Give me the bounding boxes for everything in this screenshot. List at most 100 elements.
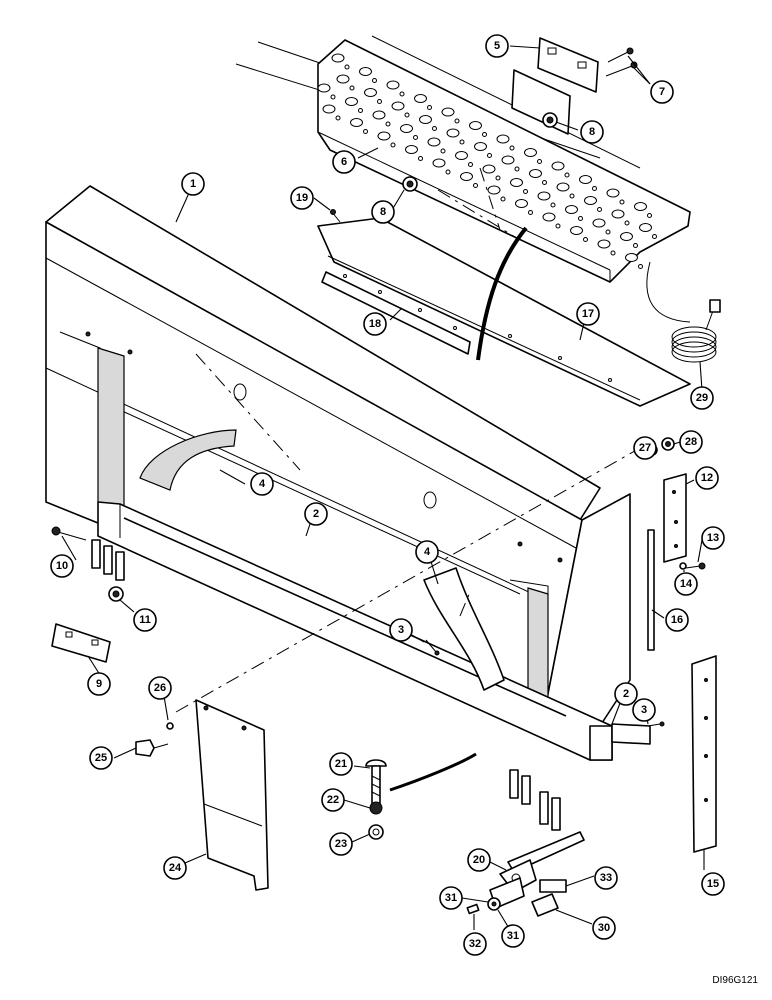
perforation-hole-small [363, 129, 368, 134]
callout-17: 17 [576, 302, 600, 326]
callout-19: 19 [290, 186, 314, 210]
perforation-hole-small [652, 234, 657, 239]
latch-assembly [489, 831, 585, 909]
perforation-hole [446, 128, 460, 138]
perforation-hole-small [633, 243, 638, 248]
perforation-hole [372, 110, 386, 120]
perforation-hole [350, 118, 363, 127]
svg-text:18: 18 [369, 318, 381, 330]
perforation-hole-small [445, 169, 451, 175]
pin-32 [466, 903, 480, 915]
pin-3-right [647, 721, 665, 727]
perforation-hole-small [399, 91, 405, 97]
bolt-13 [685, 562, 706, 570]
callout-26: 26 [148, 676, 172, 700]
callout-4: 4 [250, 472, 274, 496]
svg-text:2: 2 [623, 688, 629, 700]
coiled-cable [671, 299, 721, 363]
svg-text:29: 29 [696, 392, 708, 404]
perforation-hole-small [487, 153, 492, 158]
callout-16: 16 [665, 608, 689, 632]
perforation-hole-small [418, 156, 423, 161]
perforation-hole [496, 134, 510, 144]
perforation-hole-small [440, 148, 446, 154]
svg-text:17: 17 [582, 308, 594, 320]
perforation-hole [386, 80, 400, 90]
perforation-hole-small [624, 220, 630, 226]
perforation-hole-small [390, 142, 396, 148]
perforation-hole [579, 175, 592, 184]
perforation-hole-small [514, 166, 520, 172]
svg-text:31: 31 [507, 930, 519, 942]
perforation-hole-small [592, 186, 597, 191]
plate-12 [663, 473, 687, 563]
perforation-hole-small [619, 199, 625, 205]
perforation-hole [487, 185, 501, 195]
callout-31: 31 [439, 886, 463, 910]
perforation-hole [441, 107, 455, 117]
strip-15 [691, 655, 717, 853]
perforation-hole [570, 226, 583, 235]
perforation-hole-small [372, 78, 377, 83]
perforation-hole-small [647, 213, 652, 218]
svg-text:32: 32 [469, 938, 481, 950]
step-plate-perforations [317, 53, 657, 269]
svg-text:23: 23 [335, 838, 347, 850]
perforation-hole-small [454, 118, 460, 124]
perforation-hole-small [605, 229, 611, 235]
perforation-hole [460, 172, 473, 181]
callout-12: 12 [695, 466, 719, 490]
mudflap-left [139, 429, 237, 491]
callout-23: 23 [329, 832, 353, 856]
perforation-hole [510, 178, 523, 187]
perforation-hole [529, 169, 542, 178]
svg-text:3: 3 [641, 704, 647, 716]
perforation-hole-small [564, 172, 570, 178]
svg-text:25: 25 [95, 752, 107, 764]
svg-text:22: 22 [327, 794, 339, 806]
svg-text:31: 31 [445, 892, 457, 904]
callout-8: 8 [580, 120, 604, 144]
callout-31: 31 [501, 924, 525, 948]
callout-28: 28 [679, 430, 703, 454]
callout-33: 33 [594, 866, 618, 890]
svg-text:9: 9 [96, 678, 102, 690]
perforation-hole-small [528, 210, 533, 215]
perforation-hole-small [427, 105, 432, 110]
perforation-hole [625, 253, 638, 262]
svg-text:30: 30 [598, 922, 610, 934]
callout-2: 2 [304, 502, 328, 526]
callout-7: 7 [650, 80, 674, 104]
perforation-hole-small [432, 126, 437, 131]
svg-text:5: 5 [494, 40, 500, 52]
svg-text:8: 8 [589, 126, 595, 138]
callout-1: 1 [181, 172, 205, 196]
perforation-hole-small [597, 207, 602, 212]
hydraulic-hose-line [476, 226, 691, 361]
svg-text:10: 10 [56, 560, 68, 572]
callout-3: 3 [389, 618, 413, 642]
svg-text:21: 21 [335, 758, 347, 770]
callout-32: 32 [463, 932, 487, 956]
callout-25: 25 [89, 746, 113, 770]
perforation-hole-small [495, 175, 501, 181]
perforation-hole-small [578, 216, 583, 221]
svg-text:1: 1 [190, 178, 196, 190]
perforation-hole [551, 161, 565, 171]
perforation-hole-small [413, 135, 418, 140]
bolt-10 [51, 526, 87, 541]
svg-text:8: 8 [380, 206, 386, 218]
carriage-bolt-25 [135, 739, 169, 757]
perforation-hole [317, 83, 331, 93]
perforation-hole [606, 188, 620, 198]
perforation-hole [414, 94, 427, 103]
nut-upper [542, 112, 558, 128]
rod-16 [647, 529, 655, 651]
lower-mount-tabs [91, 539, 561, 831]
svg-text:13: 13 [707, 532, 719, 544]
perforation-hole-small [555, 223, 561, 229]
perforation-hole [432, 158, 446, 168]
pin-3-left [425, 639, 440, 656]
perforation-hole-small [638, 264, 643, 269]
callout-29: 29 [690, 386, 714, 410]
